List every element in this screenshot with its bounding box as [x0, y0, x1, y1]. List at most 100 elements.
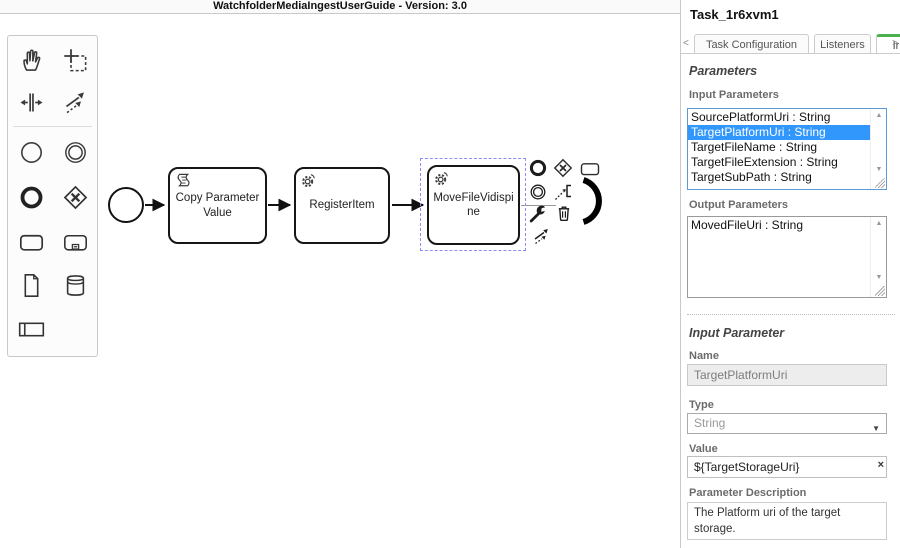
- create-participant[interactable]: [10, 308, 52, 350]
- diagram-canvas[interactable]: WatchfolderMediaIngestUserGuide - Versio…: [0, 0, 680, 548]
- dropdown-arrow-icon: ▼: [872, 424, 880, 433]
- task-label-line: ne: [467, 206, 480, 218]
- list-item[interactable]: MovedFileUri : String: [691, 218, 804, 232]
- append-task-button[interactable]: [579, 158, 601, 180]
- connection-arrows-icon: [65, 91, 84, 113]
- resize-grip[interactable]: [875, 178, 885, 188]
- connection-arrows-icon: [534, 229, 548, 244]
- value-field[interactable]: [687, 456, 887, 478]
- input-parameters-listbox[interactable]: SourcePlatformUri : String TargetPlatfor…: [687, 108, 887, 190]
- create-task[interactable]: [10, 221, 52, 263]
- intermediate-event-icon: [64, 141, 86, 163]
- input-parameters-label: Input Parameters: [689, 89, 779, 101]
- resize-grip[interactable]: [875, 286, 885, 296]
- start-event-icon: [20, 141, 42, 163]
- palette: [7, 35, 98, 357]
- create-intermediate-event[interactable]: [54, 131, 96, 173]
- text-annotation-icon: [555, 184, 571, 200]
- space-tool[interactable]: [10, 81, 52, 123]
- hand-icon: [22, 48, 40, 71]
- output-parameters-listbox[interactable]: MovedFileUri : String ▲ ▼: [687, 216, 887, 298]
- properties-panel: Task_1r6xvm1 < Task Configuration Listen…: [680, 0, 900, 548]
- task-icon: [19, 234, 43, 251]
- list-item[interactable]: SourcePlatformUri : String: [691, 110, 831, 124]
- task-register-item[interactable]: RegisterItem: [294, 167, 390, 244]
- participant-icon: [18, 322, 44, 336]
- scroll-up-icon[interactable]: ▲: [875, 220, 883, 227]
- lasso-tool[interactable]: [54, 39, 96, 81]
- clear-value-icon[interactable]: ×: [877, 459, 884, 471]
- output-parameters-items: MovedFileUri : String: [688, 217, 870, 297]
- input-parameters-items: SourcePlatformUri : String TargetPlatfor…: [688, 109, 870, 189]
- scroll-down-icon[interactable]: ▼: [875, 274, 883, 281]
- parameters-heading: Parameters: [689, 64, 758, 78]
- trash-icon: [558, 206, 570, 221]
- connect-button[interactable]: [531, 225, 553, 247]
- append-end-event-button[interactable]: [527, 157, 549, 179]
- tab-listeners[interactable]: Listeners: [814, 34, 871, 53]
- task-move-file-vidispine[interactable]: MoveFileVidispi ne: [427, 165, 520, 245]
- tab-task-configuration[interactable]: Task Configuration: [694, 34, 809, 53]
- parameter-description-field[interactable]: The Platform uri of the target storage.: [687, 502, 887, 540]
- space-tool-icon: [19, 93, 43, 111]
- create-data-store[interactable]: [54, 264, 96, 306]
- global-connect-tool[interactable]: [54, 81, 96, 123]
- create-start-event[interactable]: [10, 131, 52, 173]
- list-item-selected[interactable]: TargetPlatformUri : String: [688, 125, 870, 140]
- gateway-icon: [553, 158, 573, 178]
- append-text-annotation-button[interactable]: [552, 181, 574, 203]
- intermediate-event-icon: [530, 184, 546, 200]
- output-parameters-label: Output Parameters: [689, 199, 789, 211]
- gateway-icon: [63, 185, 87, 209]
- name-field[interactable]: [687, 364, 887, 386]
- create-gateway[interactable]: [54, 176, 96, 218]
- element-id-title: Task_1r6xvm1: [690, 7, 779, 22]
- curved-connector: [582, 177, 602, 225]
- script-icon: [177, 173, 190, 187]
- create-subprocess[interactable]: [54, 221, 96, 263]
- create-end-event[interactable]: [10, 176, 52, 218]
- tab-scroll-left-icon[interactable]: <: [683, 38, 689, 49]
- data-store-icon: [66, 274, 84, 296]
- list-item[interactable]: TargetSubPath : String: [691, 170, 812, 184]
- scrollbar[interactable]: ▲ ▼: [870, 217, 886, 297]
- tab-bar: < Task Configuration Listeners Ir: [681, 33, 900, 54]
- type-select[interactable]: String ▼: [687, 413, 887, 434]
- lasso-icon: [63, 48, 86, 71]
- append-gateway-button[interactable]: [552, 157, 574, 179]
- list-item[interactable]: TargetFileName : String: [691, 140, 818, 154]
- data-object-icon: [24, 273, 38, 297]
- task-label: Copy Parameter Value: [172, 191, 264, 220]
- scroll-down-icon[interactable]: ▼: [875, 166, 883, 173]
- wrench-icon: [529, 205, 546, 223]
- change-type-button[interactable]: [527, 202, 549, 224]
- sequence-flows[interactable]: [0, 0, 680, 548]
- type-select-value: String: [694, 416, 726, 430]
- palette-separator: [13, 126, 92, 127]
- tab-input-output[interactable]: Ir: [876, 34, 900, 53]
- tab-scroll-right-icon[interactable]: >: [892, 38, 898, 49]
- value-label: Value: [689, 443, 718, 455]
- section-divider: [687, 314, 895, 315]
- type-label: Type: [689, 399, 714, 411]
- delete-button[interactable]: [553, 202, 575, 224]
- name-label: Name: [689, 350, 719, 362]
- create-data-object[interactable]: [10, 264, 52, 306]
- scroll-up-icon[interactable]: ▲: [875, 112, 883, 119]
- start-event[interactable]: [108, 187, 144, 223]
- append-intermediate-event-button[interactable]: [527, 181, 549, 203]
- end-event-icon: [20, 186, 42, 208]
- task-label-line: Value: [203, 206, 232, 219]
- list-item[interactable]: TargetFileExtension : String: [691, 155, 838, 169]
- selection-outline: [420, 158, 526, 251]
- end-event-icon: [529, 159, 547, 177]
- task-label: MoveFileVidispi ne: [429, 191, 517, 220]
- subprocess-icon: [63, 234, 87, 251]
- task-copy-parameter-value[interactable]: Copy Parameter Value: [168, 167, 267, 244]
- parameter-description-label: Parameter Description: [689, 487, 807, 499]
- hand-tool[interactable]: [10, 39, 52, 81]
- scrollbar[interactable]: ▲ ▼: [870, 109, 886, 189]
- gear-icon: [302, 174, 315, 188]
- input-parameter-heading: Input Parameter: [689, 326, 785, 340]
